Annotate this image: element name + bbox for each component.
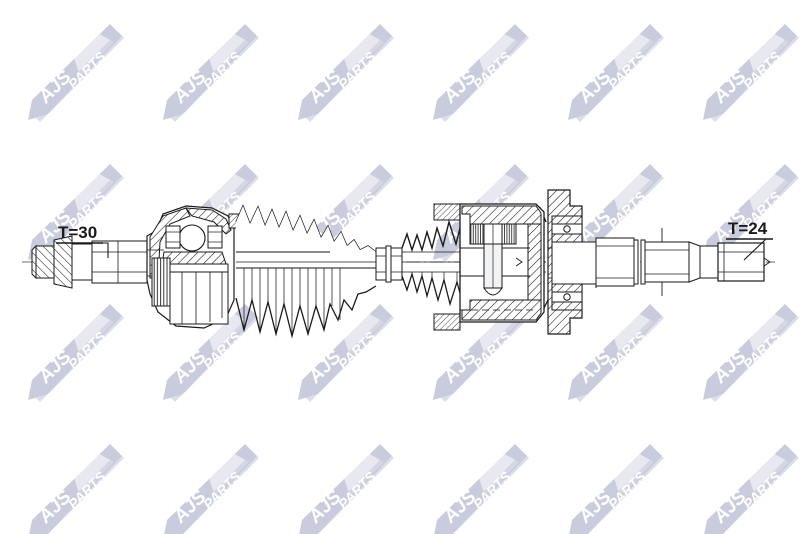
annotation-spline-left: T=30 xyxy=(56,223,109,258)
annotation-leader-left xyxy=(103,242,109,258)
left-cv-joint-housing xyxy=(146,205,235,329)
tripod-joint-housing xyxy=(433,203,545,331)
tripod-roller xyxy=(469,223,517,296)
annotation-label-right: T=24 xyxy=(728,219,768,238)
support-bearing-flange xyxy=(547,189,597,335)
large-bellows-boot xyxy=(235,204,377,339)
annotation-spline-right: T=24 xyxy=(726,219,773,261)
right-spline-stub xyxy=(717,242,771,282)
stepped-output-shaft xyxy=(595,228,719,296)
left-spline-stub xyxy=(31,235,148,289)
annotation-leader-right xyxy=(743,238,767,261)
annotation-label-left: T=30 xyxy=(58,223,97,242)
intermediate-shaft xyxy=(375,245,403,283)
